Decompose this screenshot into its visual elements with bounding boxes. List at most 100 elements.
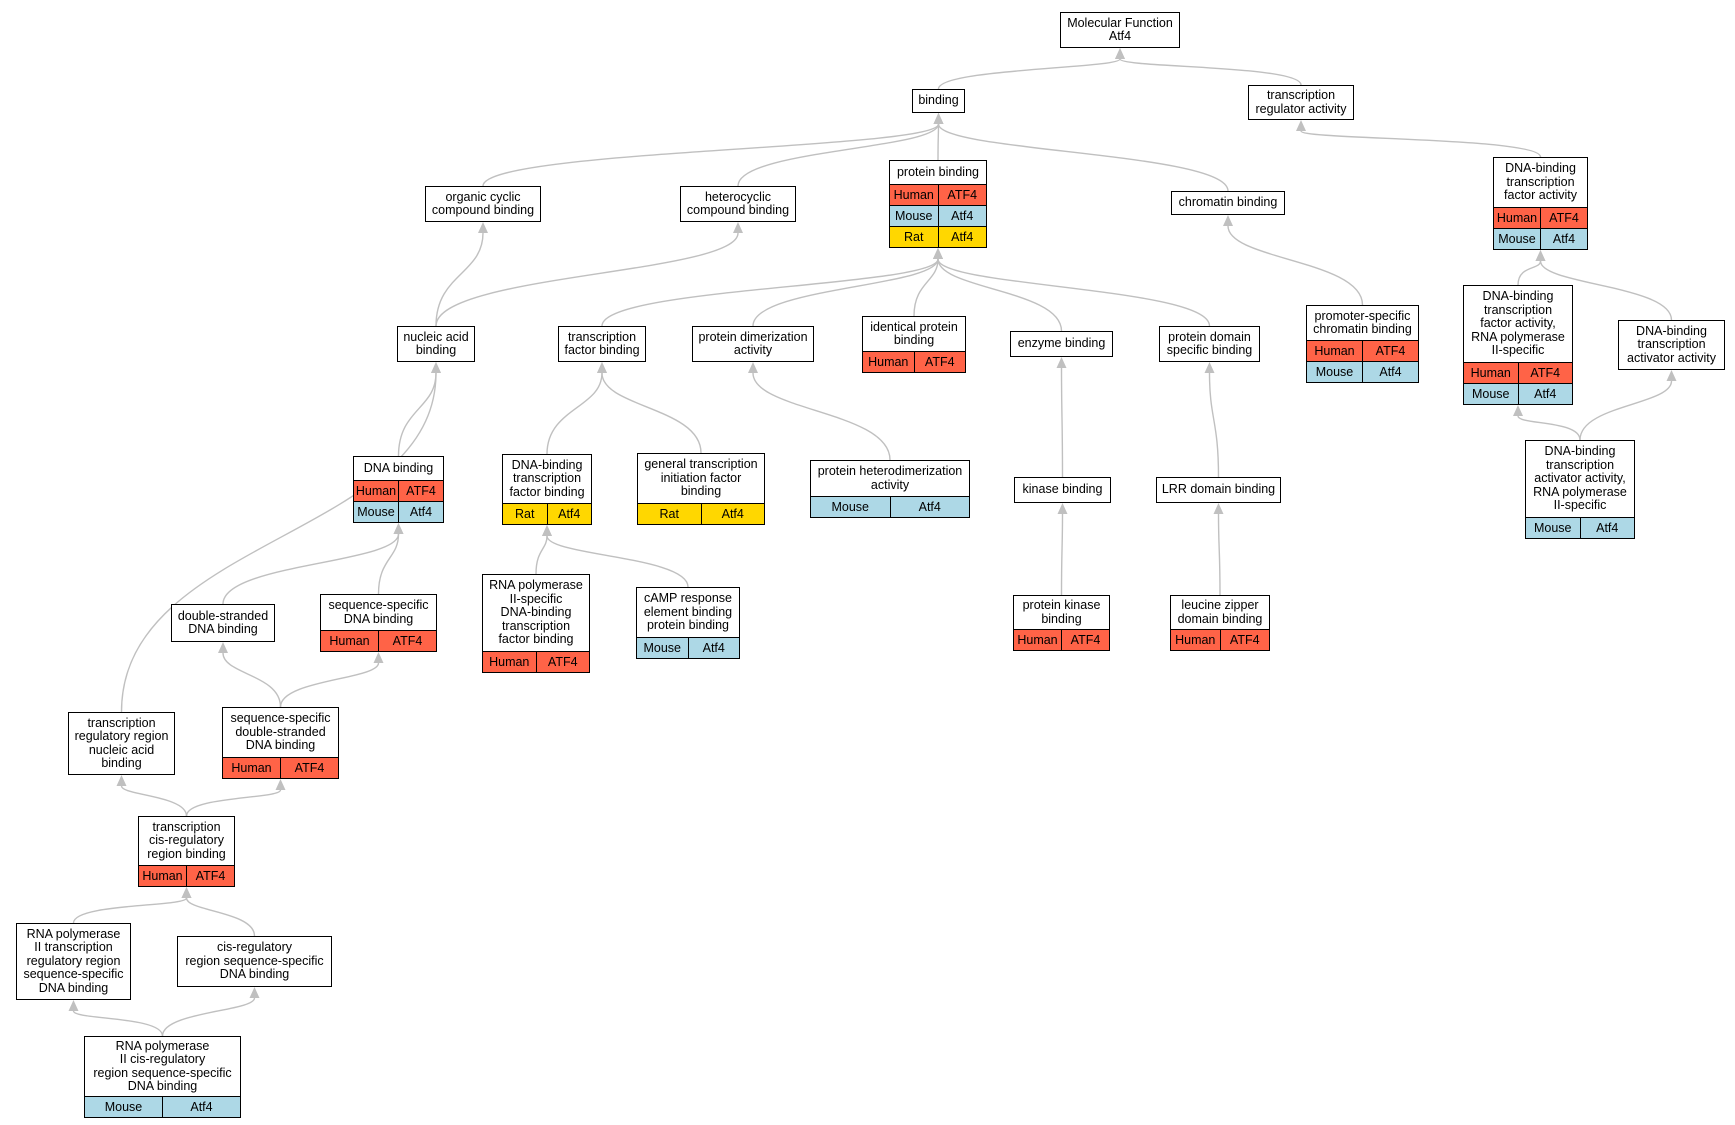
- go-term-trrnab[interactable]: transcription regulatory region nucleic …: [68, 712, 175, 775]
- go-term-label: transcription regulatory region nucleic …: [74, 715, 169, 770]
- go-term-tcrrb[interactable]: transcription cis-regulatory region bind…: [138, 816, 235, 887]
- species-cell: Mouse: [831, 500, 870, 514]
- go-term-label: protein domain specific binding: [1166, 329, 1253, 357]
- arrowhead-icon: [1666, 370, 1677, 381]
- arrowhead-icon: [275, 779, 286, 790]
- go-term-dbtfa2[interactable]: DNA-binding transcription factor activit…: [1463, 285, 1573, 405]
- go-term-trregact[interactable]: transcription regulator activity: [1248, 85, 1354, 120]
- edge-dbtaa2-to-dbtaa: [1579, 380, 1673, 441]
- gene-cell: Atf4: [1362, 362, 1418, 382]
- species-cell: Mouse: [1533, 521, 1572, 535]
- edge-tcrrb-to-trrnab: [120, 785, 188, 817]
- arrowhead-icon: [1056, 357, 1067, 368]
- gene-cell: Atf4: [687, 638, 740, 658]
- go-term-dbtaa[interactable]: DNA-binding transcription activator acti…: [1618, 320, 1725, 370]
- go-term-label: protein heterodimerization activity: [817, 464, 963, 492]
- go-term-camp[interactable]: cAMP response element binding protein bi…: [636, 587, 740, 659]
- go-term-label: sequence-specific double-stranded DNA bi…: [230, 711, 331, 753]
- go-term-label: general transcription initiation factor …: [644, 457, 758, 499]
- edge-rnap2trr-to-tcrrb: [72, 897, 188, 924]
- go-term-tfb[interactable]: transcription factor binding: [558, 326, 646, 362]
- go-term-rnap2crr[interactable]: RNA polymerase II cis-regulatory region …: [84, 1036, 241, 1118]
- go-term-hetcyc[interactable]: heterocyclic compound binding: [680, 186, 796, 222]
- species-cell: Human: [893, 188, 934, 202]
- species-cell: Human: [329, 634, 370, 648]
- arrowhead-icon: [478, 222, 488, 233]
- edge-kinb-to-enzb: [1060, 367, 1064, 478]
- go-term-nab[interactable]: nucleic acid binding: [397, 326, 475, 362]
- species-cell: Human: [489, 655, 530, 669]
- go-term-rnap2dbtfb[interactable]: RNA polymerase II-specific DNA-binding t…: [482, 574, 590, 673]
- go-term-dbtfb[interactable]: DNA-binding transcription factor binding…: [502, 454, 592, 525]
- species-cell: Mouse: [643, 641, 682, 655]
- go-term-mf[interactable]: Molecular Function Atf4: [1060, 12, 1180, 48]
- go-term-gtif[interactable]: general transcription initiation factor …: [637, 453, 765, 525]
- go-term-kinb[interactable]: kinase binding: [1014, 477, 1111, 503]
- gene-cell: Atf4: [889, 497, 970, 517]
- go-term-pdsb[interactable]: protein domain specific binding: [1159, 326, 1260, 362]
- go-term-dsdna[interactable]: double-stranded DNA binding: [171, 604, 275, 642]
- edge-pdim-to-protbind: [752, 258, 939, 327]
- gene-cell: ATF4: [1219, 630, 1270, 650]
- go-term-label: RNA polymerase II-specific DNA-binding t…: [489, 578, 583, 647]
- gene-cell: Atf4: [162, 1097, 240, 1117]
- go-term-label: nucleic acid binding: [403, 329, 469, 357]
- edge-dbtfa2-to-dbtfa: [1517, 260, 1542, 286]
- go-term-enzb[interactable]: enzyme binding: [1010, 331, 1113, 357]
- go-term-dbtaa2[interactable]: DNA-binding transcription activator acti…: [1525, 440, 1635, 539]
- go-term-label: cis-regulatory region sequence-specific …: [185, 940, 324, 982]
- go-term-label: transcription regulator activity: [1255, 88, 1347, 116]
- edge-dsdna-to-dnab: [222, 533, 400, 605]
- go-term-binding[interactable]: binding: [912, 89, 965, 113]
- go-term-lrr[interactable]: LRR domain binding: [1156, 477, 1281, 503]
- go-term-chrom[interactable]: chromatin binding: [1171, 191, 1285, 215]
- edge-camp-to-dbtfb: [546, 535, 689, 588]
- go-term-rnap2trr[interactable]: RNA polymerase II transcription regulato…: [16, 923, 131, 1000]
- go-term-label: DNA binding: [363, 460, 434, 475]
- arrowhead-icon: [1213, 503, 1224, 514]
- species-cell: Human: [1175, 633, 1216, 647]
- go-term-label: protein dimerization activity: [698, 329, 808, 357]
- species-cell: Human: [1017, 633, 1058, 647]
- go-term-label: DNA-binding transcription factor activit…: [1471, 289, 1565, 358]
- go-term-pdim[interactable]: protein dimerization activity: [692, 326, 814, 362]
- edge-rnap2crr-to-rnap2trr: [72, 1010, 164, 1037]
- edge-trrnab-to-nab: [120, 372, 437, 713]
- arrowhead-icon: [933, 113, 944, 124]
- go-term-crrss[interactable]: cis-regulatory region sequence-specific …: [177, 936, 332, 987]
- species-cell: Human: [231, 761, 272, 775]
- edge-dbtfa-to-trregact: [1300, 130, 1542, 158]
- species-cell: Human: [1314, 344, 1355, 358]
- arrowhead-icon: [933, 248, 943, 259]
- arrowhead-icon: [1115, 48, 1125, 59]
- go-term-label: Molecular Function Atf4: [1067, 15, 1173, 43]
- go-term-ssdsdna[interactable]: sequence-specific double-stranded DNA bi…: [222, 707, 339, 779]
- edge-nab-to-hetcyc: [435, 232, 739, 327]
- go-term-ocyc[interactable]: organic cyclic compound binding: [425, 186, 541, 222]
- go-term-label: protein binding: [896, 164, 979, 179]
- gene-cell: ATF4: [535, 652, 590, 672]
- species-cell: Mouse: [894, 209, 933, 223]
- edge-binding-to-mf: [937, 58, 1121, 90]
- go-term-dbtfa[interactable]: DNA-binding transcription factor activit…: [1493, 157, 1588, 250]
- edge-lzip-to-lrr: [1217, 513, 1221, 596]
